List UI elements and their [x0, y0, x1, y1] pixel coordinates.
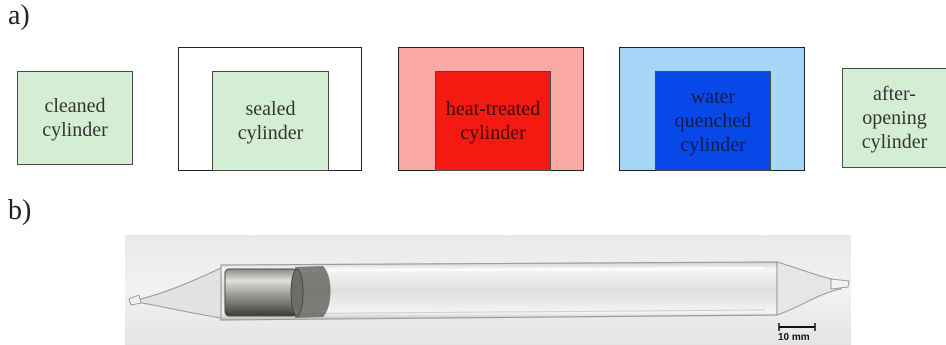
ampoule-photo-svg: [125, 235, 851, 345]
cleaned-cylinder-box: cleaned cylinder: [17, 71, 133, 165]
heat-treated-cylinder-box: heat-treated cylinder: [435, 71, 551, 171]
stage-label-water-quenched: water quenched cylinder: [675, 85, 752, 157]
scale-bar-label: 10 mm: [778, 332, 810, 343]
stage-label-heat-treated: heat-treated cylinder: [446, 97, 540, 145]
panel-b-label: b): [8, 197, 31, 225]
stage-label-sealed: sealed cylinder: [238, 97, 304, 145]
after-opening-cylinder-box: after- opening cylinder: [842, 68, 946, 168]
stage-label-after-opening: after- opening cylinder: [862, 82, 928, 154]
ampoule-photograph: 10 mm: [125, 235, 851, 345]
panel-a-label: a): [8, 2, 30, 30]
metal-cylinder-sample: [225, 269, 297, 316]
quenched-cylinder-box: water quenched cylinder: [655, 71, 771, 171]
stage-label-cleaned: cleaned cylinder: [42, 94, 108, 142]
sealed-cylinder-box: sealed cylinder: [212, 71, 329, 171]
